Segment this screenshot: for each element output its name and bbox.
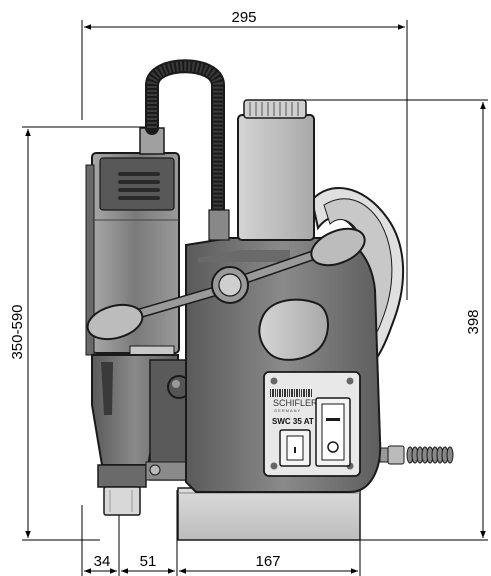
dimension-overall-height: 398 xyxy=(248,99,488,541)
feed-handle[interactable] xyxy=(84,222,370,345)
base-length-label: 167 xyxy=(255,553,280,570)
cable-coils xyxy=(406,446,454,464)
panel-screw-bottom-left xyxy=(270,462,278,470)
dimension-overall-width: 295 xyxy=(81,9,408,300)
panel-screw-top-right xyxy=(346,377,354,385)
dimension-bottom-chain: 34 51 167 xyxy=(81,490,361,576)
motor-vent-slots xyxy=(118,172,160,200)
cable-coil xyxy=(446,446,454,464)
panel-screw-top-left xyxy=(270,377,278,385)
brand-label: SCHIFLER xyxy=(273,398,318,408)
overall-width-label: 295 xyxy=(231,9,256,26)
control-panel: SCHIFLER GERMANY SWC 35 AT xyxy=(263,371,361,477)
adjustable-height-label: 350-590 xyxy=(9,304,26,359)
base-offset-label: 34 xyxy=(94,553,111,570)
power-cable xyxy=(379,445,454,465)
brand-subline: GERMANY xyxy=(274,408,301,413)
magnet-base xyxy=(177,487,361,541)
overall-height-label: 398 xyxy=(465,309,482,334)
tank-cap-ridges xyxy=(249,102,299,116)
dimension-adjustable-height: 350-590 xyxy=(9,126,150,541)
barcode xyxy=(270,389,312,397)
model-label: SWC 35 AT xyxy=(272,417,314,426)
spindle-offset-label: 51 xyxy=(140,553,157,570)
